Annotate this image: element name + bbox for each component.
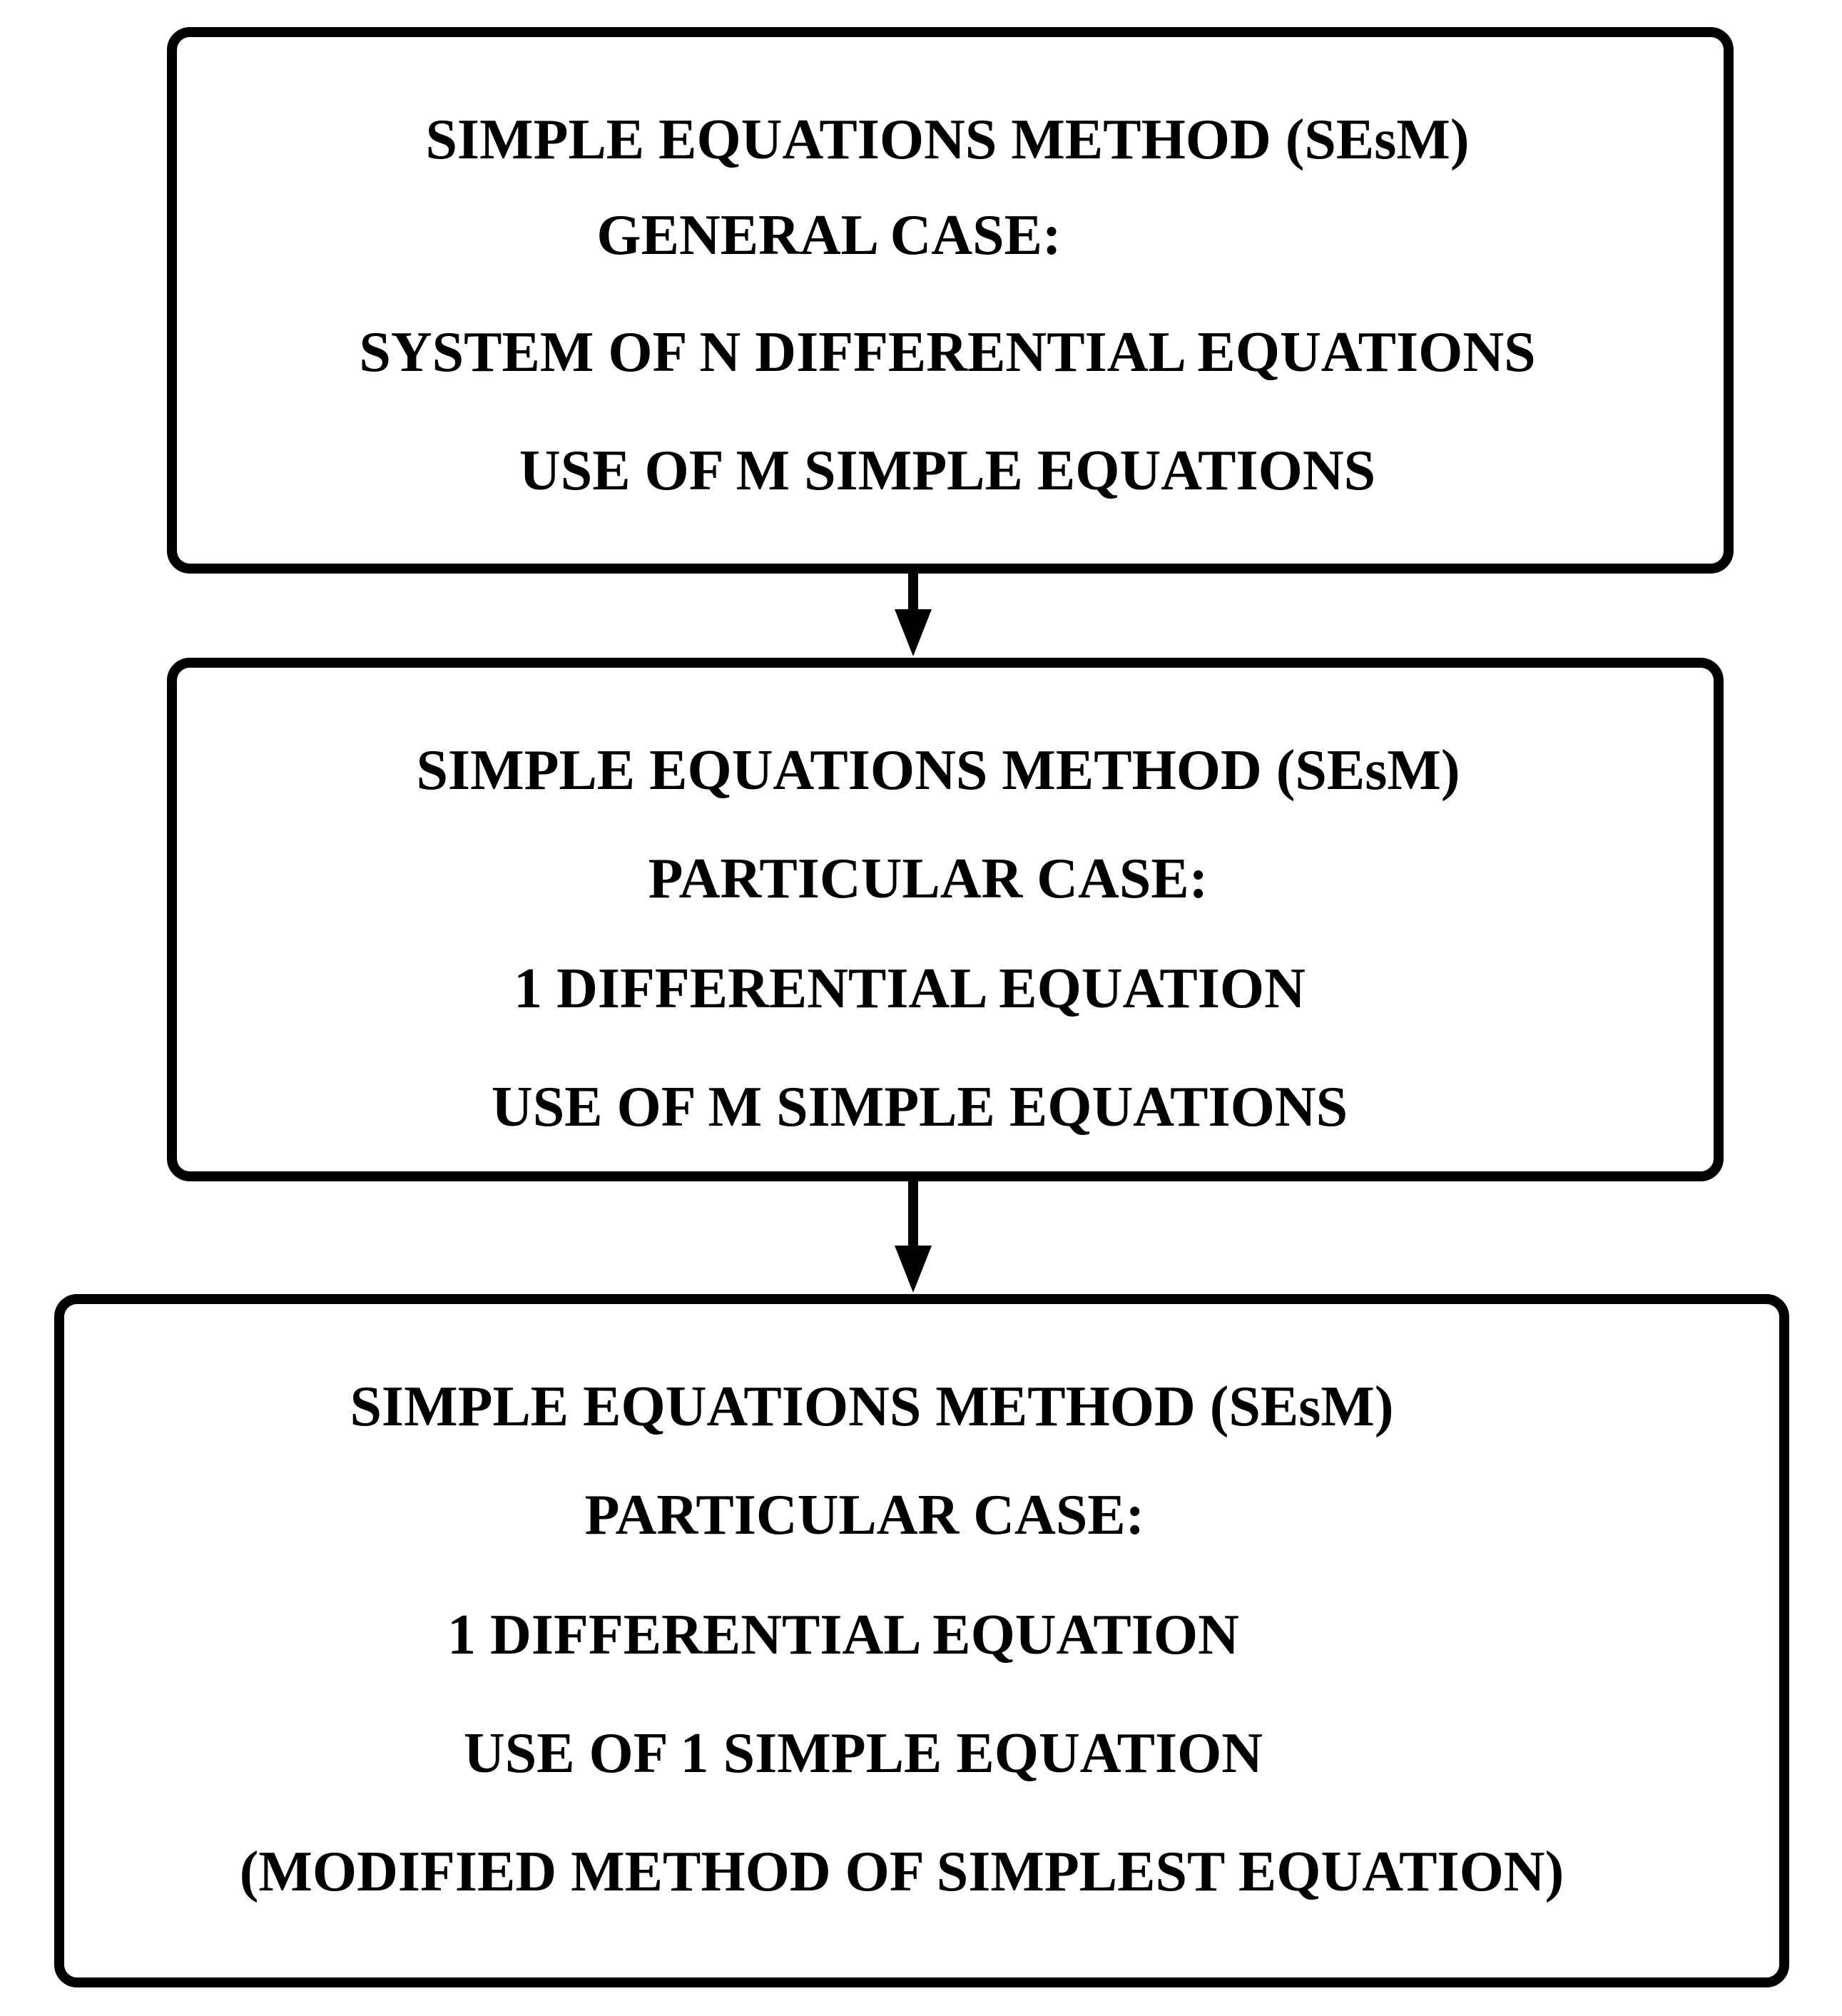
flow-box-general-case: SIMPLE EQUATIONS METHOD (SEsM) GENERAL C… bbox=[167, 27, 1734, 574]
flow-box-particular-case-1: SIMPLE EQUATIONS METHOD (SEsM) PARTICULA… bbox=[54, 1294, 1789, 1987]
box-line-simple-equations: USE OF M SIMPLE EQUATIONS bbox=[519, 439, 1376, 502]
box-line-case: GENERAL CASE: bbox=[596, 204, 1062, 267]
box-line-title: SIMPLE EQUATIONS METHOD (SEsM) bbox=[350, 1375, 1394, 1438]
box-line-case: PARTICULAR CASE: bbox=[584, 1484, 1145, 1547]
arrow-down-1 bbox=[895, 574, 932, 656]
box-line-equations: 1 DIFFERENTIAL EQUATION bbox=[514, 957, 1306, 1020]
box-line-simple-equation: USE OF 1 SIMPLE EQUATION bbox=[463, 1722, 1263, 1785]
box-line-title: SIMPLE EQUATIONS METHOD (SEsM) bbox=[416, 739, 1460, 802]
box-line-case: PARTICULAR CASE: bbox=[648, 847, 1209, 910]
box-line-equations: SYSTEM OF N DIFFERENTIAL EQUATIONS bbox=[359, 321, 1536, 384]
box-line-title: SIMPLE EQUATIONS METHOD (SEsM) bbox=[425, 108, 1470, 171]
box-line-equations: 1 DIFFERENTIAL EQUATION bbox=[447, 1604, 1239, 1666]
box-line-modified-method: (MODIFIED METHOD OF SIMPLEST EQUATION) bbox=[239, 1841, 1564, 1903]
flow-box-particular-case-m: SIMPLE EQUATIONS METHOD (SEsM) PARTICULA… bbox=[167, 658, 1724, 1181]
arrow-down-2 bbox=[895, 1181, 932, 1293]
box-line-simple-equations: USE OF M SIMPLE EQUATIONS bbox=[491, 1076, 1348, 1139]
